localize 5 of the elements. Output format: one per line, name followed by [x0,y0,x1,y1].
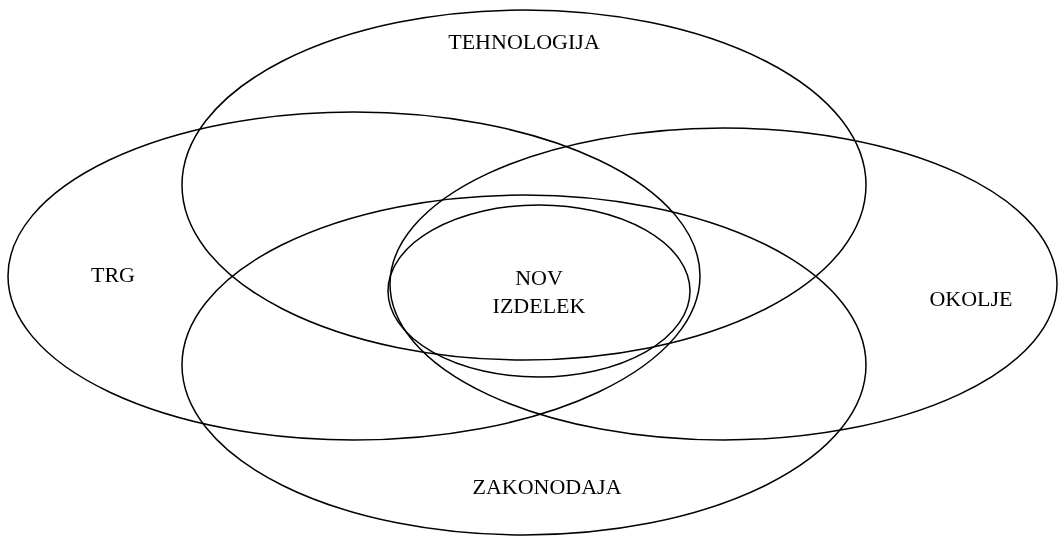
ellipse-label: TRG [90,261,136,289]
ellipse-label: OKOLJE [928,285,1014,313]
ellipse-label: NOV IZDELEK [491,264,587,320]
ellipse-label: ZAKONODAJA [471,473,623,501]
ellipse-label: TEHNOLOGIJA [447,28,601,56]
